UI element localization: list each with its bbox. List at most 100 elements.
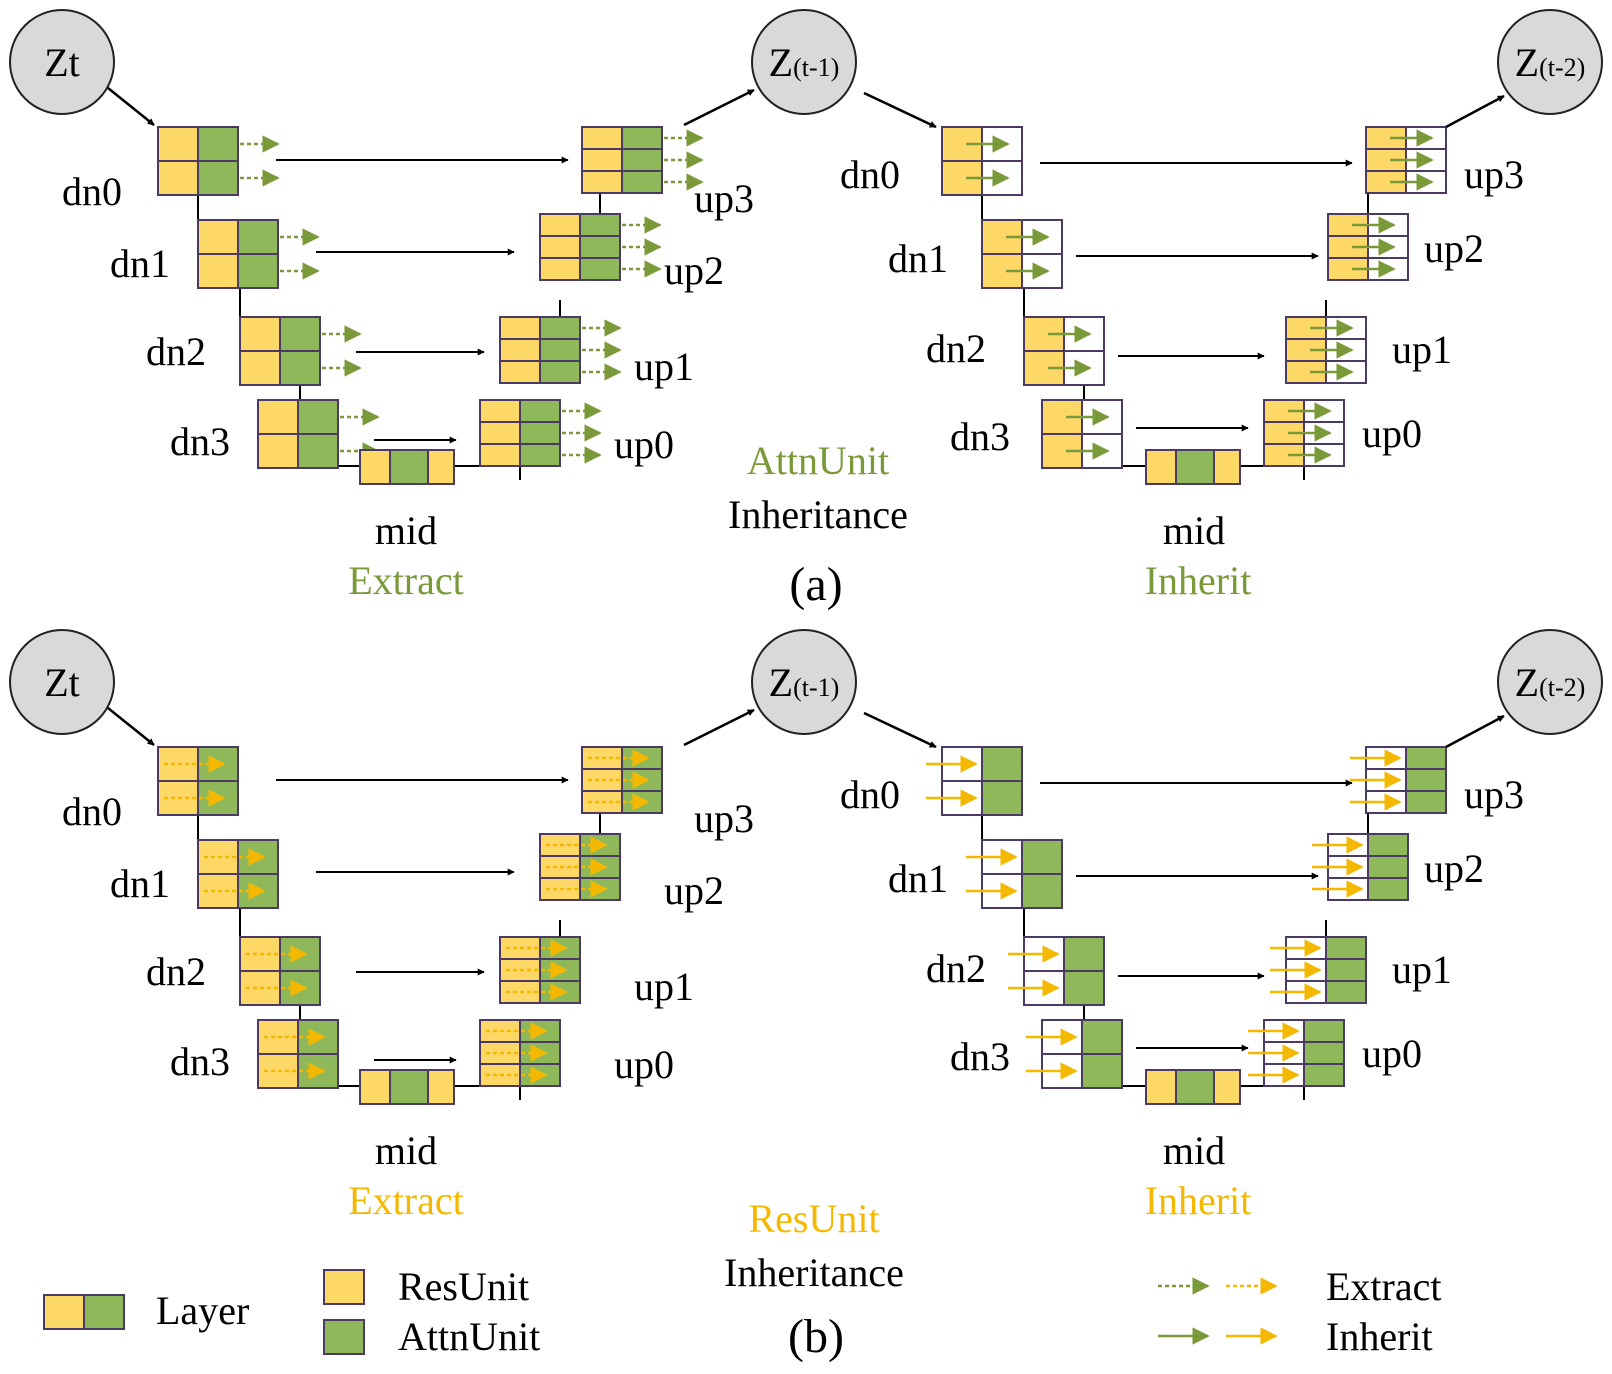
layer-up2-resunit [539, 213, 581, 237]
panel-b-caption: (b) [788, 1310, 844, 1363]
node-zt-minus-2-label: Z(t-2) [1515, 660, 1586, 705]
mid-resunit [359, 449, 391, 485]
layer-dn1-attnunit [1021, 839, 1063, 875]
layer-up2-resunit [539, 257, 581, 281]
layer-up1-attnunit [539, 936, 581, 960]
layer-up3-resunit [581, 148, 623, 172]
layer-up2-resunit [539, 235, 581, 259]
panel-b-title: Inheritance [724, 1250, 904, 1295]
layer-label-up1: up1 [1392, 327, 1452, 372]
mid-attnunit [1175, 449, 1215, 485]
layer-label-dn2: dn2 [926, 326, 986, 371]
layer-label-dn1: dn1 [110, 861, 170, 906]
inherit-title: Inherit [1145, 1178, 1252, 1223]
layer-label-dn3: dn3 [950, 414, 1010, 459]
layer-up3-attnunit [1405, 746, 1447, 770]
layer-up3-attnunit [621, 126, 663, 150]
mid-label: mid [1163, 508, 1225, 553]
output-arrow [1445, 714, 1505, 749]
layer-label-up3: up3 [1464, 772, 1524, 817]
layer-label-dn1: dn1 [888, 856, 948, 901]
layer-up1-attnunit [1325, 980, 1367, 1004]
node-zt-minus-1 [751, 9, 857, 115]
layer-label-dn3: dn3 [170, 419, 230, 464]
layer-dn3-attnunit [297, 399, 339, 435]
layer-up2-attnunit [579, 235, 621, 259]
mid-resunit [359, 1069, 391, 1105]
node-zt-minus-2 [1497, 629, 1603, 735]
node-zt-label: Zt [44, 660, 80, 705]
layer-up1-attnunit [1325, 958, 1367, 982]
layer-up1-resunit [499, 360, 541, 384]
layer-label-dn0: dn0 [840, 152, 900, 197]
layer-label-up3: up3 [694, 796, 754, 841]
layer-up2-attnunit [1367, 877, 1409, 901]
layer-up3-resunit [581, 126, 623, 150]
layer-up2-attnunit [579, 855, 621, 879]
layer-up3-attnunit [621, 790, 663, 814]
layer-dn3-attnunit [297, 433, 339, 469]
layer-up1-attnunit [1325, 936, 1367, 960]
legend-layer-label: Layer [156, 1288, 249, 1333]
layer-up1-attnunit [539, 316, 581, 340]
mid-resunit [1145, 449, 1177, 485]
layer-up0-attnunit [1303, 1041, 1345, 1065]
input-arrow [863, 711, 937, 749]
layer-label-up0: up0 [614, 1042, 674, 1087]
layer-dn2-resunit [239, 350, 281, 386]
layer-dn2-resunit [239, 316, 281, 352]
layer-dn0-attnunit [981, 746, 1023, 782]
panel-b-title-colored: ResUnit [748, 1196, 879, 1241]
input-arrow [107, 707, 155, 746]
layer-dn2-attnunit [279, 936, 321, 972]
layer-dn1-attnunit [1021, 873, 1063, 909]
panel-a-caption: (a) [789, 558, 842, 611]
layer-up1-resunit [499, 338, 541, 362]
mid-label: mid [375, 1128, 437, 1173]
input-arrow [107, 87, 155, 126]
layer-up3-attnunit [1405, 790, 1447, 814]
layer-up3-resunit [581, 170, 623, 194]
layer-label-dn3: dn3 [950, 1034, 1010, 1079]
mid-resunit [427, 1069, 455, 1105]
layer-label-up3: up3 [1464, 152, 1524, 197]
layer-dn2-attnunit [279, 316, 321, 352]
layer-up2-attnunit [1367, 855, 1409, 879]
layer-label-up2: up2 [1424, 846, 1484, 891]
layer-label-up2: up2 [664, 868, 724, 913]
layer-dn1-attnunit [237, 839, 279, 875]
layer-label-dn3: dn3 [170, 1039, 230, 1084]
layer-up0-attnunit [519, 443, 561, 467]
node-zt-minus-1-label: Z(t-1) [769, 660, 840, 705]
node-zt-minus-1 [751, 629, 857, 735]
layer-up3-attnunit [621, 768, 663, 792]
legend-extract-label: Extract [1326, 1264, 1442, 1309]
layer-up3-attnunit [621, 170, 663, 194]
inherit-title: Inherit [1145, 558, 1252, 603]
layer-up0-attnunit [519, 1019, 561, 1043]
layer-dn2-attnunit [279, 970, 321, 1006]
layer-label-dn2: dn2 [146, 949, 206, 994]
layer-dn0-attnunit [197, 746, 239, 782]
layer-dn0-attnunit [197, 160, 239, 196]
layer-up1-attnunit [539, 958, 581, 982]
layer-label-up1: up1 [1392, 947, 1452, 992]
layer-label-dn0: dn0 [62, 169, 122, 214]
layer-dn3-attnunit [1081, 1019, 1123, 1055]
layer-up3-attnunit [1405, 768, 1447, 792]
node-zt [9, 9, 115, 115]
layer-dn0-attnunit [981, 780, 1023, 816]
node-zt-minus-2 [1497, 9, 1603, 115]
layer-up0-attnunit [519, 421, 561, 445]
layer-dn1-resunit [197, 253, 239, 289]
layer-dn0-attnunit [197, 126, 239, 162]
layer-up0-resunit [479, 399, 521, 423]
layer-up2-attnunit [1367, 833, 1409, 857]
layer-label-up1: up1 [634, 964, 694, 1009]
layer-label-dn2: dn2 [146, 329, 206, 374]
layer-up0-attnunit [519, 399, 561, 423]
legend-attnunit-swatch [323, 1319, 365, 1355]
layer-up2-attnunit [579, 213, 621, 237]
mid-attnunit [389, 449, 429, 485]
